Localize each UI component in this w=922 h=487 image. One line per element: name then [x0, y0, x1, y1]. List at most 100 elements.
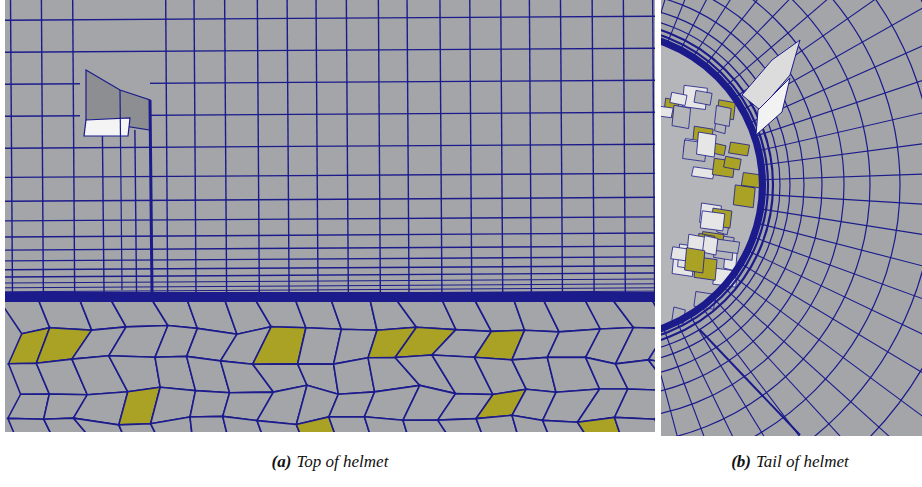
- mesh-line: [5, 16, 655, 20]
- mesh-cell: [715, 106, 732, 127]
- subfigure-letter: (b): [731, 452, 751, 471]
- mesh-cell: [670, 92, 687, 105]
- mesh-line: [5, 279, 655, 283]
- mesh-line: [440, 0, 442, 297]
- step-face: [756, 78, 790, 135]
- mesh-cell: [672, 105, 691, 128]
- mesh-line: [661, 333, 679, 436]
- mesh-line: [225, 0, 227, 297]
- mesh-cell: [613, 300, 655, 329]
- mesh-line: [745, 250, 922, 366]
- mesh-line: [5, 217, 655, 221]
- mesh-line: [759, 130, 922, 165]
- mesh-line: [760, 170, 922, 180]
- mesh-line: [73, 0, 75, 297]
- mesh-line: [679, 0, 804, 52]
- mesh-cell: [648, 329, 655, 365]
- mesh-cell: [151, 417, 194, 432]
- mesh-cell: [724, 156, 742, 170]
- mesh-line: [378, 0, 380, 297]
- figure-caption: (b) Tail of helmet: [731, 452, 849, 472]
- mesh-line: [661, 0, 870, 436]
- mesh-line: [5, 48, 655, 52]
- mesh-line: [700, 305, 863, 436]
- step-edge: [150, 100, 152, 292]
- subfigure-letter: (a): [272, 452, 292, 471]
- mesh-cell: [8, 394, 50, 419]
- mesh-line: [661, 0, 922, 436]
- caption-text: Tail of helmet: [756, 452, 849, 471]
- mesh-line: [529, 0, 531, 297]
- step-edge: [700, 330, 800, 435]
- mesh-line: [5, 246, 655, 250]
- mesh-line: [688, 313, 829, 436]
- mesh-line: [739, 262, 922, 401]
- mesh-line: [5, 233, 655, 237]
- mesh-line: [760, 194, 922, 210]
- mesh-cell: [616, 360, 656, 391]
- mesh-line: [287, 0, 289, 297]
- mesh-line: [661, 0, 690, 38]
- step-face: [84, 118, 130, 136]
- mesh-cell: [655, 391, 656, 423]
- mesh-cell: [694, 90, 712, 105]
- mesh-cell: [331, 300, 377, 330]
- mesh-line: [5, 144, 655, 148]
- mesh-line: [741, 0, 922, 111]
- mesh-line: [5, 266, 655, 270]
- mesh-line: [257, 0, 259, 297]
- mesh-cell: [692, 167, 715, 179]
- mesh-line: [407, 0, 409, 297]
- mesh-line: [623, 0, 625, 297]
- mesh-line: [5, 288, 655, 292]
- mesh-cell: [661, 105, 673, 118]
- caption-text: Top of helmet: [296, 452, 388, 471]
- mesh-line: [661, 0, 822, 397]
- mesh-line: [661, 22, 773, 348]
- mesh-line: [166, 0, 168, 297]
- top-mesh: [5, 0, 655, 432]
- boundary-layer: [5, 292, 655, 302]
- mesh-cell: [729, 142, 750, 156]
- mesh-cell: [655, 419, 656, 432]
- mesh-cell: [615, 389, 656, 419]
- mesh-line: [731, 274, 922, 435]
- mesh-line: [661, 330, 719, 436]
- mesh-line: [470, 0, 472, 297]
- mesh-line: [663, 326, 758, 437]
- boundary-layer: [661, 32, 763, 338]
- mesh-line: [194, 0, 196, 297]
- mesh-line: [711, 296, 893, 436]
- mesh-cell: [697, 132, 717, 157]
- mesh-line: [592, 0, 594, 297]
- mesh-ground: [5, 0, 655, 432]
- mesh-line: [661, 0, 804, 379]
- mesh-cell: [685, 248, 705, 273]
- mesh-line: [661, 35, 760, 335]
- mesh-line: [316, 0, 318, 297]
- mesh-cell: [109, 356, 160, 392]
- mesh-line: [5, 197, 655, 201]
- mesh-cell: [716, 239, 740, 253]
- mesh-line: [653, 0, 655, 297]
- mesh-line: [722, 285, 922, 436]
- mesh-line: [755, 223, 922, 291]
- mesh-line: [676, 320, 794, 436]
- tail-mesh: [661, 0, 922, 436]
- mesh-line: [751, 236, 922, 328]
- mesh-cell: [733, 185, 755, 208]
- mesh-line: [501, 0, 503, 297]
- mesh-line: [120, 90, 122, 290]
- figure-caption: (a)Top of helmet: [272, 452, 389, 472]
- mesh-line: [5, 257, 655, 261]
- mesh-cell: [648, 360, 655, 391]
- mesh-cell: [615, 417, 656, 432]
- mesh-line: [5, 284, 655, 288]
- mesh-line: [661, 15, 780, 355]
- mesh-cell: [652, 300, 655, 329]
- mesh-line: [346, 0, 348, 297]
- mesh-line: [5, 273, 655, 277]
- mesh-cell: [700, 211, 725, 231]
